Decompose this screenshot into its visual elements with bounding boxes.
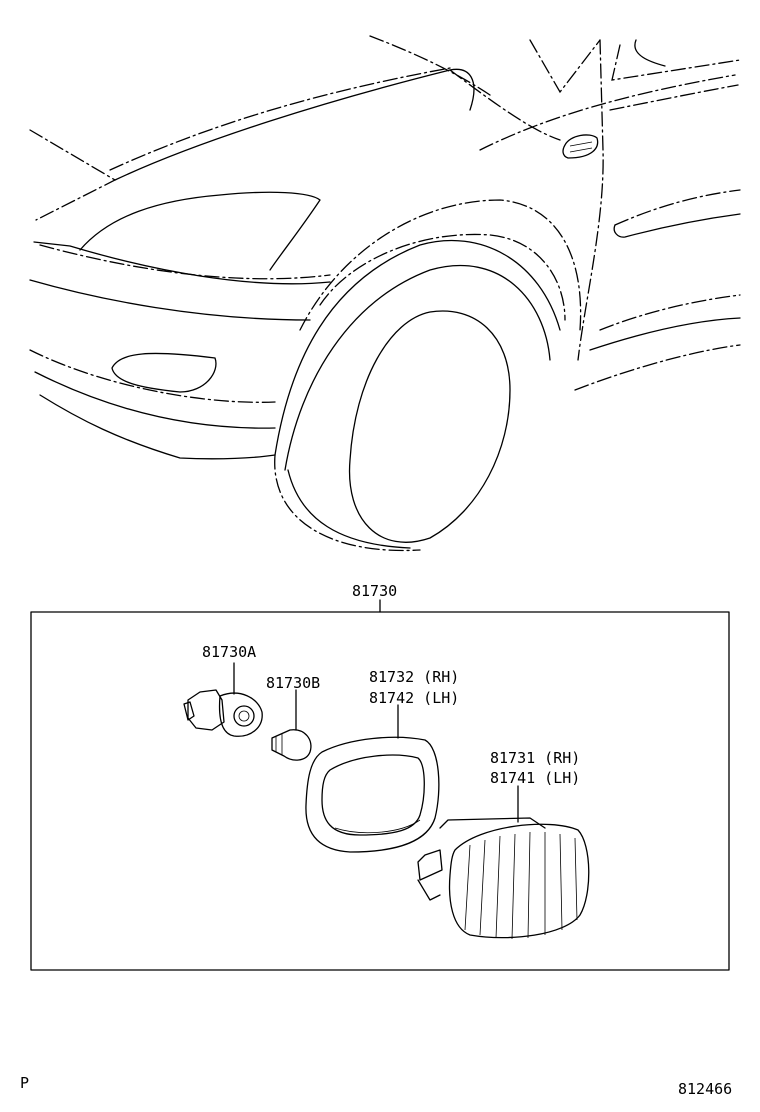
- assembly-label: 81730: [352, 582, 397, 600]
- figure-number: 812466: [678, 1080, 732, 1098]
- lamp-rh-label: 81731 (RH): [490, 749, 580, 767]
- lamp-lh-label: 81741 (LH): [490, 769, 580, 787]
- bulb-part: [271, 689, 312, 761]
- corner-letter: P: [20, 1074, 29, 1092]
- vehicle-illustration: [29, 35, 741, 552]
- gasket-lh-label: 81742 (LH): [369, 689, 459, 707]
- gasket-rh-label: 81732 (RH): [369, 668, 459, 686]
- bulb-part-label: 81730B: [266, 674, 320, 692]
- assembly-box: [30, 599, 730, 971]
- socket-part-label: 81730A: [202, 643, 256, 661]
- socket-part: [183, 662, 263, 737]
- gasket-part: [305, 704, 440, 853]
- lamp-part: [417, 785, 590, 940]
